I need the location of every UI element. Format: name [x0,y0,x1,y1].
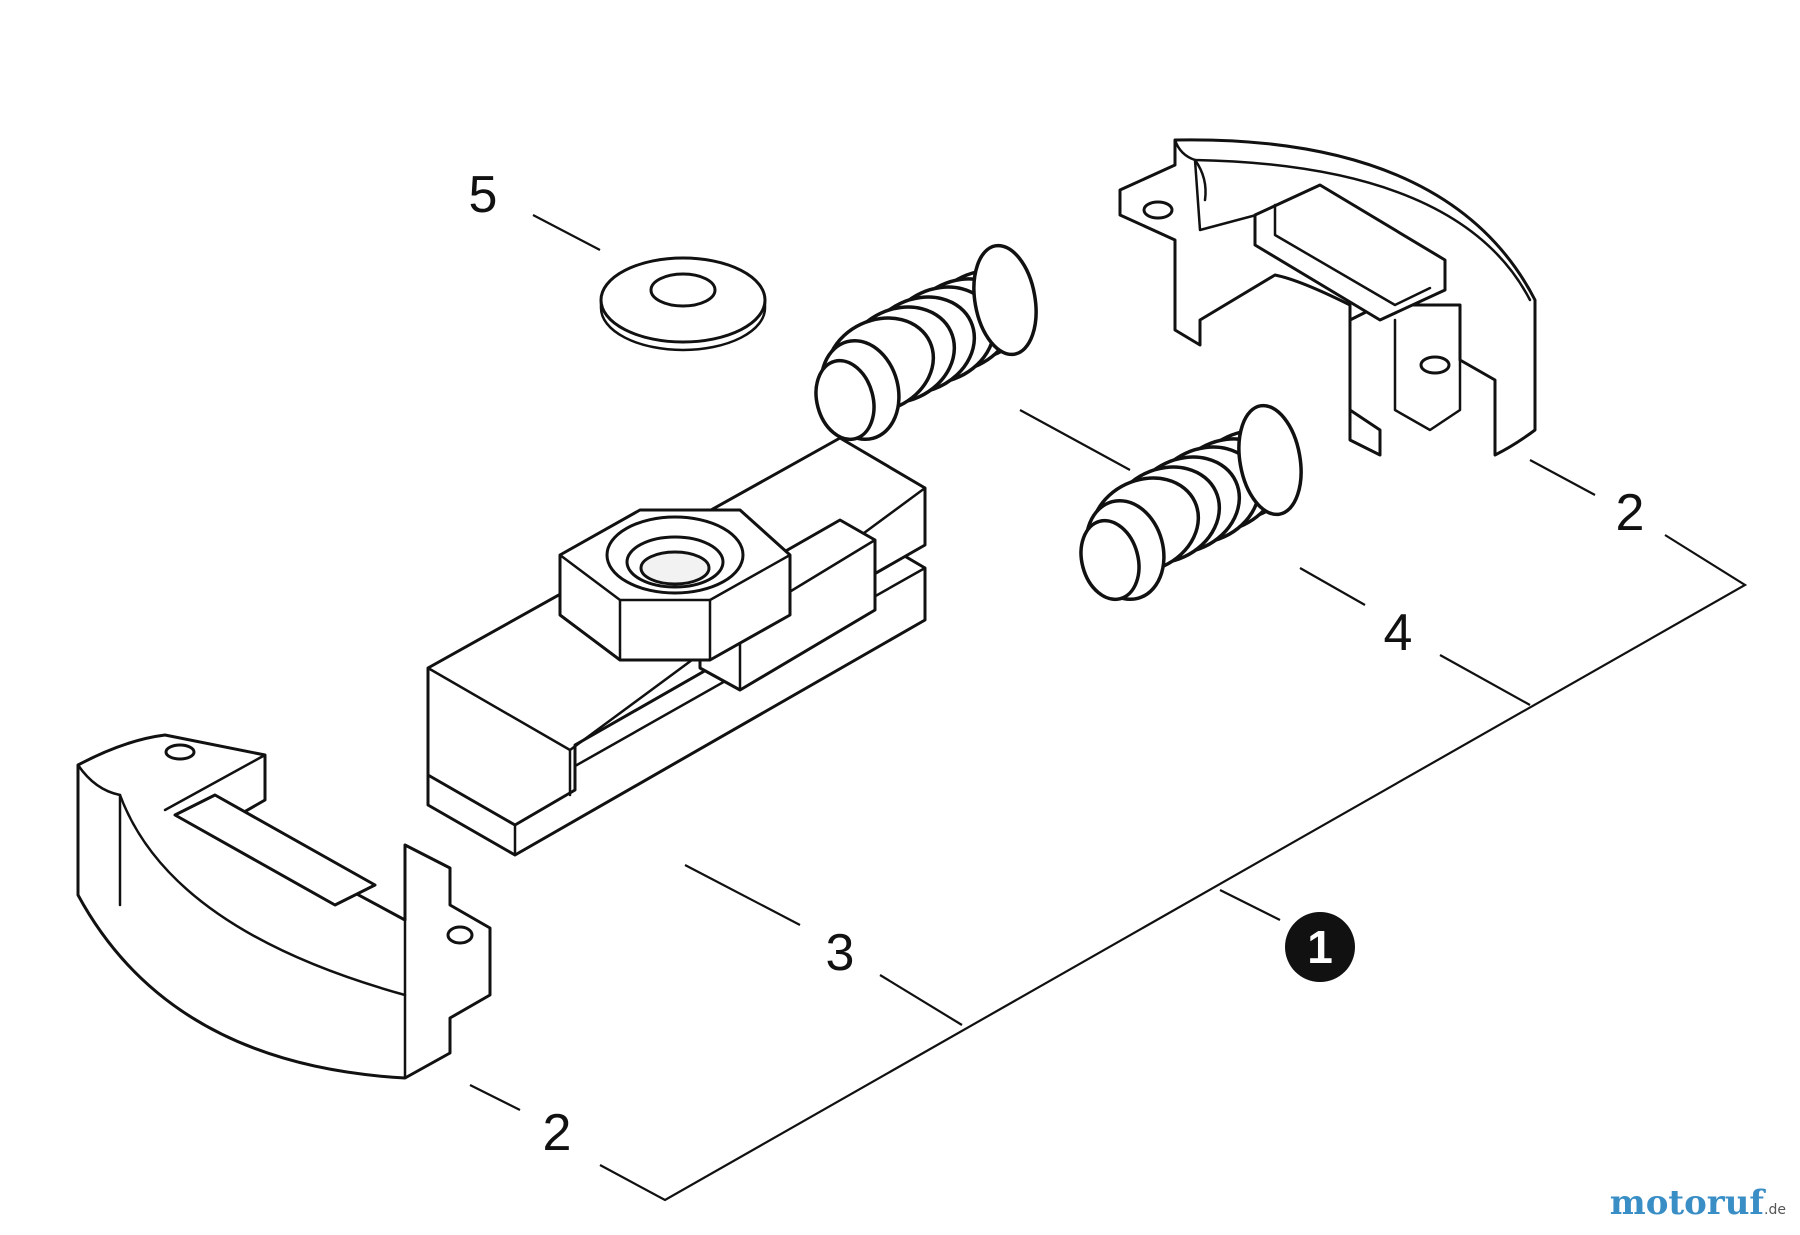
callout-labels: 5 2 4 3 2 1 [469,166,1645,1162]
watermark-tld: .de [1764,1202,1786,1218]
callout-1-assembly: 1 [1285,912,1355,982]
callout-5: 5 [469,166,498,224]
leader-lines [469,214,1748,1202]
watermark-brand: motoruf [1609,1183,1765,1223]
clutch-shoe-part-top [1118,138,1537,457]
spring-part-lower [1079,403,1303,602]
callout-4: 4 [1384,604,1413,662]
callout-3: 3 [826,924,855,982]
watermark-logo: motoruf.de [1610,1183,1786,1223]
hub-carrier-part [426,436,927,857]
washer-part [599,256,767,352]
callout-2-top: 2 [1616,484,1645,542]
spring-part-upper [814,243,1038,442]
callout-1: 1 [1307,921,1333,973]
callout-2-bottom: 2 [543,1104,572,1162]
clutch-shoe-part-bottom [76,733,492,1080]
